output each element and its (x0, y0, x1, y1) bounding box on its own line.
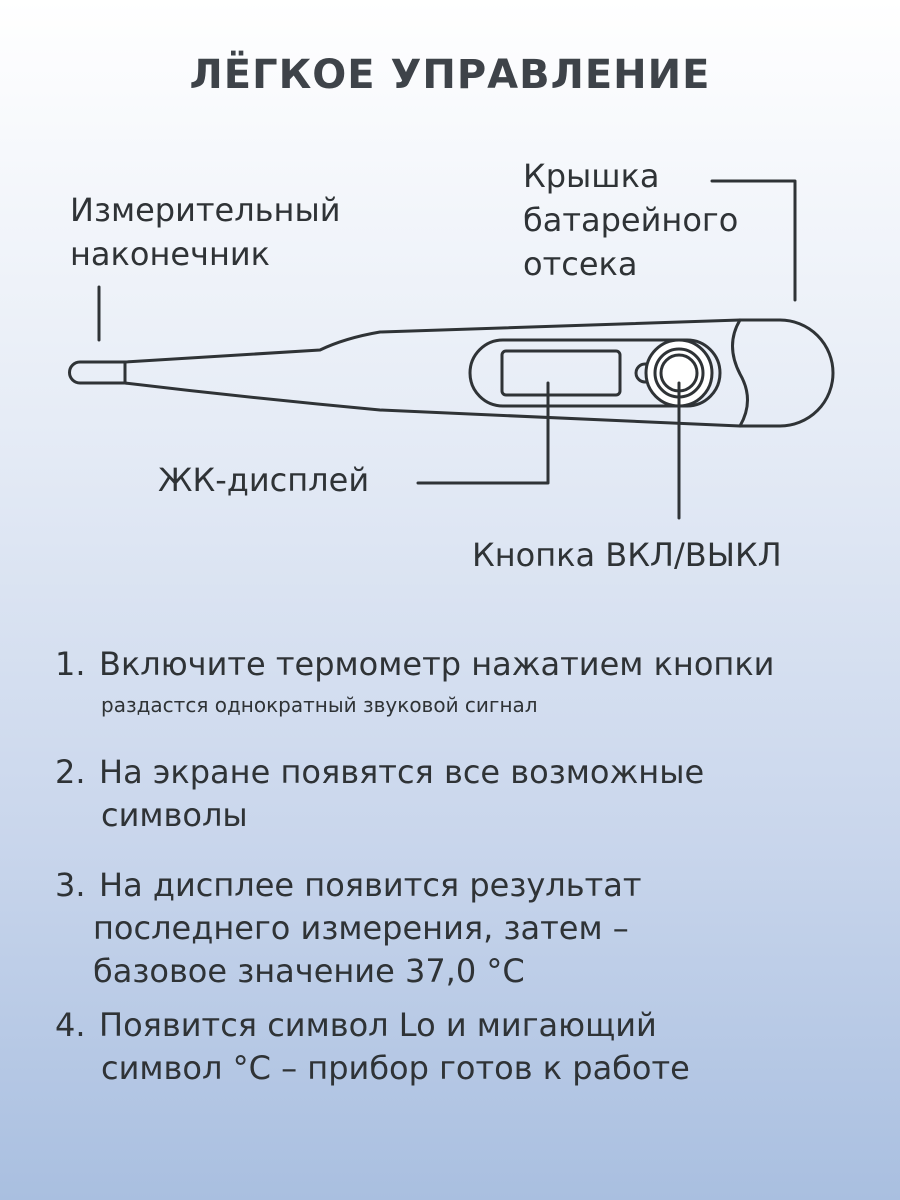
step-1: 1. Включите термометр нажатием кнопки раз… (55, 643, 774, 720)
step-note: раздастся однократный звуковой сигнал (101, 693, 538, 717)
step-number: 2. (55, 753, 86, 791)
lcd-screen (500, 349, 622, 397)
tip-label-line-2: наконечник (70, 235, 270, 273)
step-number: 1. (55, 645, 86, 683)
thermometer-body (68, 318, 835, 428)
tip-label-line-1: Измерительный (70, 191, 341, 229)
step-text: Появится символ Lo и мигающий (99, 1006, 657, 1044)
page-title: ЛЁГКОЕ УПРАВЛЕНИЕ (189, 52, 711, 98)
step-text-cont: символ °С – прибор готов к работе (101, 1049, 690, 1087)
step-text-cont: последнего измерения, затем – (93, 909, 629, 947)
tip-label: Измерительный наконечник (70, 188, 341, 276)
battery-cover-seam (731, 318, 749, 428)
step-text-cont: базовое значение 37,0 °С (93, 952, 525, 990)
step-text: Включите термометр нажатием кнопки (99, 645, 775, 683)
battery-cover-label: Крышка батарейного отсека (523, 154, 738, 286)
step-number: 4. (55, 1006, 86, 1044)
lcd-label: ЖК-дисплей (158, 461, 370, 499)
step-4: 4. Появится символ Lo и мигающий символ °… (55, 1004, 690, 1090)
battery-leader-line (710, 179, 797, 302)
battery-label-line-1: Крышка (523, 157, 660, 195)
thermometer-diagram (68, 179, 835, 520)
step-text: На экране появятся все возможные (99, 753, 705, 791)
battery-label-line-2: батарейного (523, 201, 739, 239)
step-text-cont: символы (101, 796, 248, 834)
step-2: 2. На экране появятся все возможные симво… (55, 751, 704, 837)
power-button-label: Кнопка ВКЛ/ВЫКЛ (472, 536, 782, 574)
lcd-leader-line (416, 381, 550, 485)
step-text: На дисплее появится результат (99, 866, 642, 904)
step-3: 3. На дисплее появится результат последне… (55, 864, 642, 993)
lcd-frame (468, 338, 722, 408)
step-number: 3. (55, 866, 86, 904)
battery-label-line-3: отсека (523, 245, 638, 283)
